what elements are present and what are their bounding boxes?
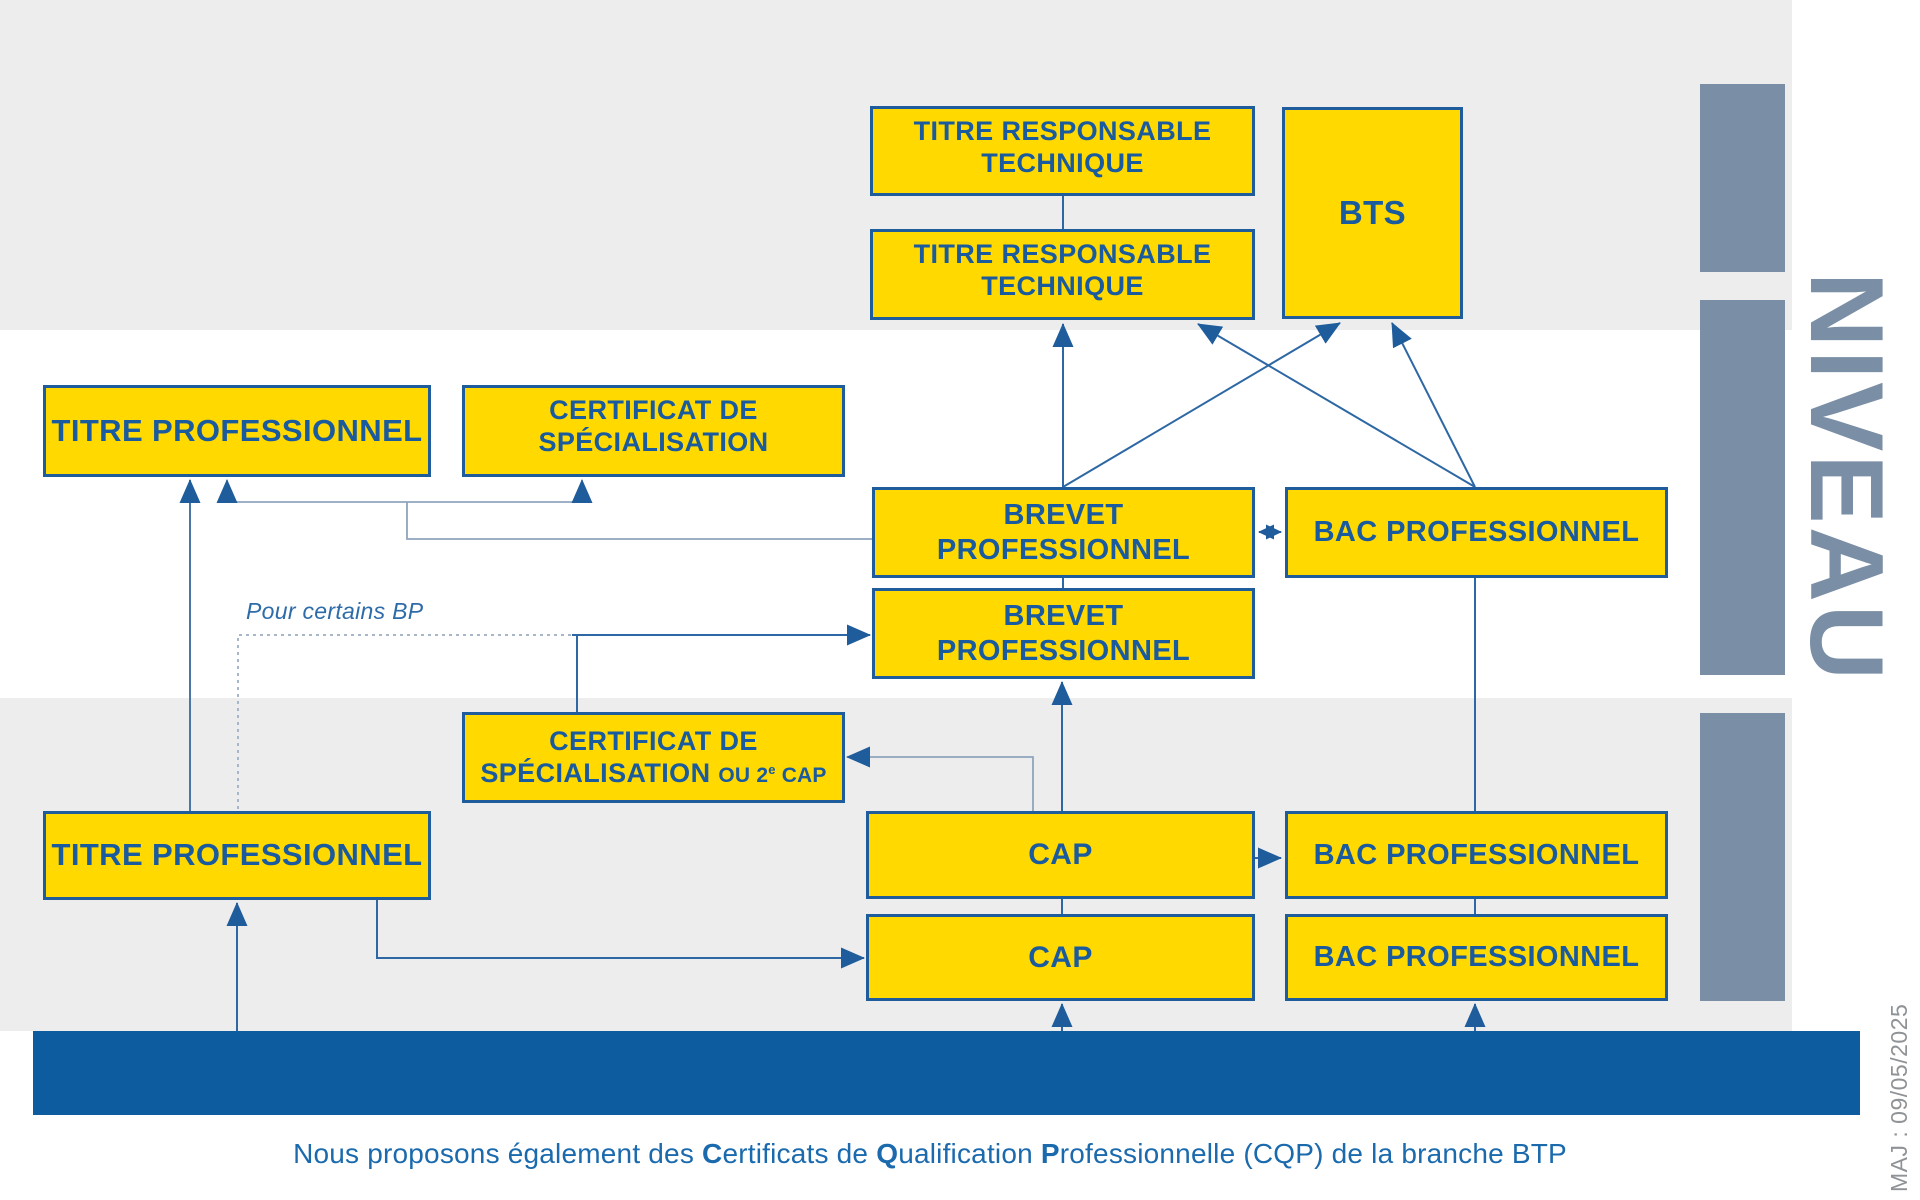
box-label: BTS xyxy=(1338,193,1407,231)
niveau-indicator-bar-2 xyxy=(1700,300,1785,675)
box-certificat-specialisation-1: CERTIFICAT DE SPÉCIALISATION xyxy=(462,385,845,477)
box-titre-professionnel-1: TITRE PROFESSIONNEL xyxy=(43,385,431,477)
box-label: TITRE RESPONSABLE xyxy=(913,116,1212,146)
box-certificat-specialisation-ou-2e-cap: CERTIFICAT DE SPÉCIALISATION OU 2e CAP xyxy=(462,712,845,803)
maj-date-label: MAJ : 09/05/2025 xyxy=(1886,1003,1912,1192)
base-level-bar xyxy=(33,1031,1860,1115)
box-bac-professionnel-1: BAC PROFESSIONNEL xyxy=(1285,487,1668,578)
box-label: TITRE PROFESSIONNEL xyxy=(51,837,423,873)
niveau-indicator-bar-1 xyxy=(1700,84,1785,272)
box-label: BAC PROFESSIONNEL xyxy=(1313,941,1640,974)
box-bac-professionnel-3: BAC PROFESSIONNEL xyxy=(1285,914,1668,1001)
box-label: BAC PROFESSIONNEL xyxy=(1313,838,1640,871)
box-label: CERTIFICAT DE xyxy=(549,725,758,756)
suffix-ou: OU 2 xyxy=(718,763,769,787)
box-bts: BTS xyxy=(1282,107,1463,319)
box-label: SPÉCIALISATION OU 2e CAP xyxy=(480,758,826,790)
box-titre-responsable-technique-2: TITRE RESPONSABLE TECHNIQUE xyxy=(870,229,1255,320)
box-cap-2: CAP xyxy=(866,914,1255,1001)
box-label: TECHNIQUE xyxy=(981,270,1144,301)
box-brevet-professionnel-1: BREVET PROFESSIONNEL xyxy=(872,487,1255,578)
box-cap-1: CAP xyxy=(866,811,1255,899)
suffix-sup: e xyxy=(768,761,776,777)
niveau-vertical-label: NIVEAU xyxy=(1788,272,1904,683)
box-label: CERTIFICAT DE xyxy=(549,395,758,425)
box-label: BREVET PROFESSIONNEL xyxy=(936,499,1191,566)
box-bac-professionnel-2: BAC PROFESSIONNEL xyxy=(1285,811,1668,899)
box-label: TITRE RESPONSABLE xyxy=(913,239,1212,269)
box-label: TECHNIQUE xyxy=(981,147,1144,178)
box-label: SPÉCIALISATION xyxy=(538,426,769,457)
box-titre-responsable-technique-1: TITRE RESPONSABLE TECHNIQUE xyxy=(870,106,1255,196)
box-titre-professionnel-2: TITRE PROFESSIONNEL xyxy=(43,811,431,900)
box-label: BAC PROFESSIONNEL xyxy=(1313,516,1640,549)
box-label-suffix: OU 2e CAP xyxy=(718,761,827,787)
box-label: TITRE PROFESSIONNEL xyxy=(51,412,423,448)
pour-certains-bp-note: Pour certains BP xyxy=(246,598,424,624)
box-brevet-professionnel-2: BREVET PROFESSIONNEL xyxy=(872,588,1255,679)
footer-cqp-text: Nous proposons également des Certificats… xyxy=(293,1138,1567,1169)
box-label: CAP xyxy=(1028,838,1093,872)
box-label-main: SPÉCIALISATION xyxy=(480,757,711,788)
box-label: BREVET PROFESSIONNEL xyxy=(936,600,1191,667)
suffix-cap: CAP xyxy=(775,763,827,787)
niveau-indicator-bar-3 xyxy=(1700,713,1785,1001)
box-label: CAP xyxy=(1028,940,1093,974)
